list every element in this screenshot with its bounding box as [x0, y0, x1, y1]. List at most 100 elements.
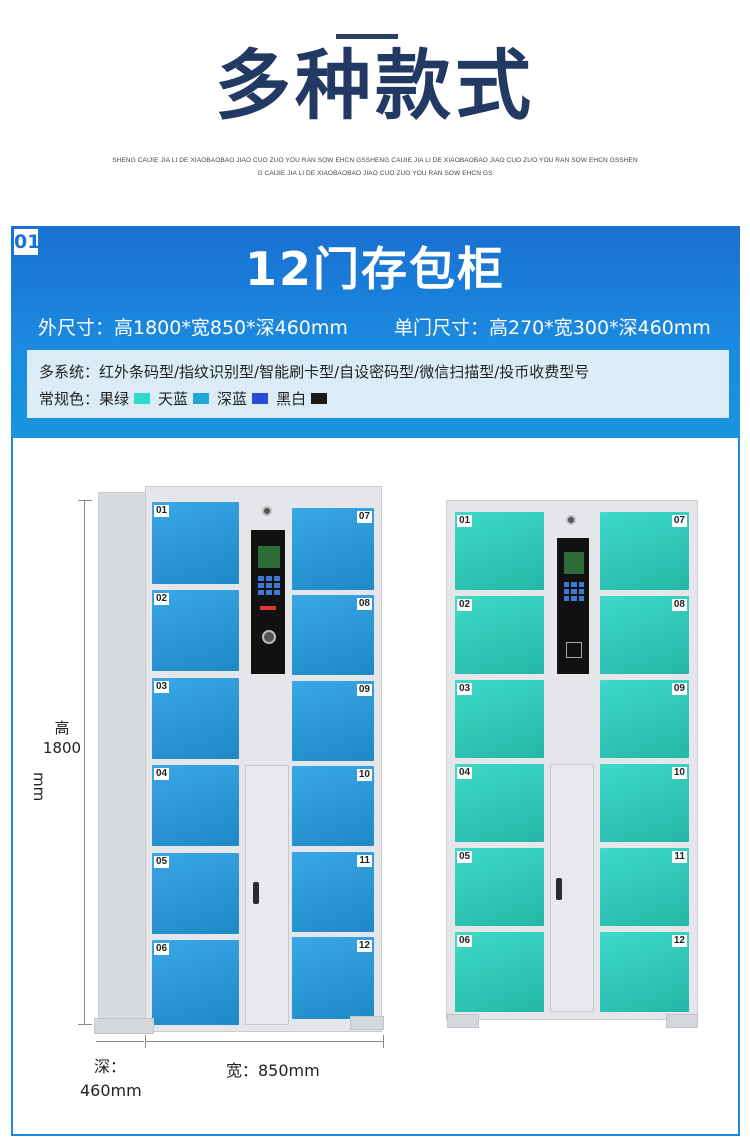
cabinet-foot	[447, 1014, 479, 1028]
color-name-3: 深蓝	[217, 390, 248, 408]
keypad	[564, 582, 584, 601]
door-size-text: 单门尺寸：高270*宽300*深460mm	[394, 317, 711, 339]
card-reader-icon	[262, 630, 276, 644]
locker-door: 12	[292, 937, 374, 1019]
cabinet-foot	[666, 1014, 698, 1028]
locker-door: 10	[292, 766, 374, 846]
outer-size-text: 外尺寸：高1800*宽850*深460mm	[38, 317, 348, 339]
subtext-line-1: SHENG CAIJIE JIA LI DE XIAOBAOBAO JIAO C…	[112, 157, 638, 164]
color-swatch-sky-blue	[193, 393, 210, 404]
status-light	[260, 606, 276, 610]
door-number: 11	[357, 855, 372, 867]
door-number: 08	[356, 598, 372, 610]
locker-door: 01	[152, 502, 239, 584]
locker-door: 05	[455, 848, 544, 926]
depth-value: 460mm	[80, 1081, 142, 1100]
top-lock-icon	[262, 506, 272, 516]
depth-label-char: 深：	[94, 1057, 127, 1076]
control-panel	[555, 536, 591, 676]
systems-text: 多系统：红外条码型/指纹识别型/智能刷卡型/自设密码型/微信扫描型/投币收费型号	[39, 363, 590, 381]
locker-door: 06	[152, 940, 239, 1025]
locker-door: 03	[152, 678, 239, 759]
section-number-badge: 01	[12, 227, 40, 257]
door-number: 08	[671, 599, 687, 611]
locker-door: 09	[600, 680, 689, 758]
locker-door: 11	[600, 848, 689, 926]
door-number: 01	[154, 505, 170, 517]
door-number: 10	[356, 769, 372, 781]
door-number: 11	[672, 851, 687, 863]
cabinet-foot	[350, 1016, 384, 1030]
decorative-subtext: SHENG CAIJIE JIA LI DE XIAOBAOBAO JIAO C…	[100, 154, 650, 180]
door-number: 05	[154, 856, 170, 868]
width-tick-right	[383, 1035, 384, 1048]
locker-door: 04	[152, 765, 239, 846]
color-swatch-dark-blue	[252, 393, 269, 404]
page-title: 多种款式	[215, 41, 535, 130]
locker-door: 06	[455, 932, 544, 1012]
height-unit: mm	[30, 772, 48, 802]
locker-door: 05	[152, 853, 239, 934]
height-value: 1800	[42, 739, 82, 757]
door-handle-icon	[556, 878, 562, 900]
locker-door: 02	[455, 596, 544, 674]
locker-door: 10	[600, 764, 689, 842]
door-number: 05	[457, 851, 473, 863]
color-swatch-green	[134, 393, 151, 404]
product-title: 12门存包柜	[244, 242, 505, 296]
cabinet-foot	[94, 1018, 154, 1034]
depth-label: 深： 460mm	[80, 1055, 142, 1103]
height-label: 高 1800	[36, 718, 88, 758]
door-number: 04	[457, 767, 473, 779]
color-swatch-black	[311, 393, 328, 404]
title-accent-bar	[336, 34, 398, 39]
locker-door: 07	[292, 508, 374, 590]
control-panel	[249, 528, 287, 676]
locker-door: 03	[455, 680, 544, 758]
width-label: 宽：850mm	[226, 1061, 320, 1080]
depth-dimension-line	[96, 1041, 144, 1042]
height-dimension-line	[84, 500, 85, 1024]
spec-info-box: 多系统：红外条码型/指纹识别型/智能刷卡型/自设密码型/微信扫描型/投币收费型号…	[27, 350, 729, 418]
color-name-1: 果绿	[99, 390, 130, 408]
door-number: 06	[154, 943, 170, 955]
width-tick-left	[145, 1035, 146, 1048]
door-handle-icon	[253, 882, 259, 904]
cabinet-side	[98, 492, 148, 1032]
door-number: 09	[671, 683, 687, 695]
locker-door: 09	[292, 681, 374, 761]
door-number: 04	[154, 768, 170, 780]
display-screen	[258, 546, 280, 568]
display-screen	[564, 552, 584, 574]
locker-door: 08	[292, 595, 374, 675]
door-number: 02	[154, 593, 170, 605]
center-door	[245, 765, 289, 1025]
locker-door: 08	[600, 596, 689, 674]
color-name-4: 黑白	[276, 390, 307, 408]
door-number: 01	[457, 515, 473, 527]
door-number: 06	[457, 935, 473, 947]
height-tick-bottom	[78, 1024, 92, 1025]
door-number: 03	[457, 683, 473, 695]
width-dimension-line	[145, 1041, 383, 1042]
height-tick-top	[78, 500, 92, 501]
door-number: 12	[671, 935, 687, 947]
door-number: 03	[154, 681, 170, 693]
door-number: 12	[356, 940, 372, 952]
locker-door: 02	[152, 590, 239, 671]
locker-door: 01	[455, 512, 544, 590]
door-number: 02	[457, 599, 473, 611]
door-number: 07	[671, 515, 687, 527]
color-name-2: 天蓝	[158, 390, 189, 408]
subtext-line-2: G CAIJIE JIA LI DE XIAOBAOBAO JIAO CUO Z…	[257, 170, 493, 177]
keypad	[258, 576, 280, 595]
locker-door: 12	[600, 932, 689, 1012]
height-label-char: 高	[54, 719, 70, 737]
colors-label: 常规色：	[39, 390, 100, 408]
color-options: 常规色： 果绿 天蓝 深蓝 黑白	[39, 388, 335, 409]
locker-door: 07	[600, 512, 689, 590]
door-number: 09	[356, 684, 372, 696]
locker-door: 11	[292, 852, 374, 932]
door-number: 07	[356, 511, 372, 523]
locker-door: 04	[455, 764, 544, 842]
